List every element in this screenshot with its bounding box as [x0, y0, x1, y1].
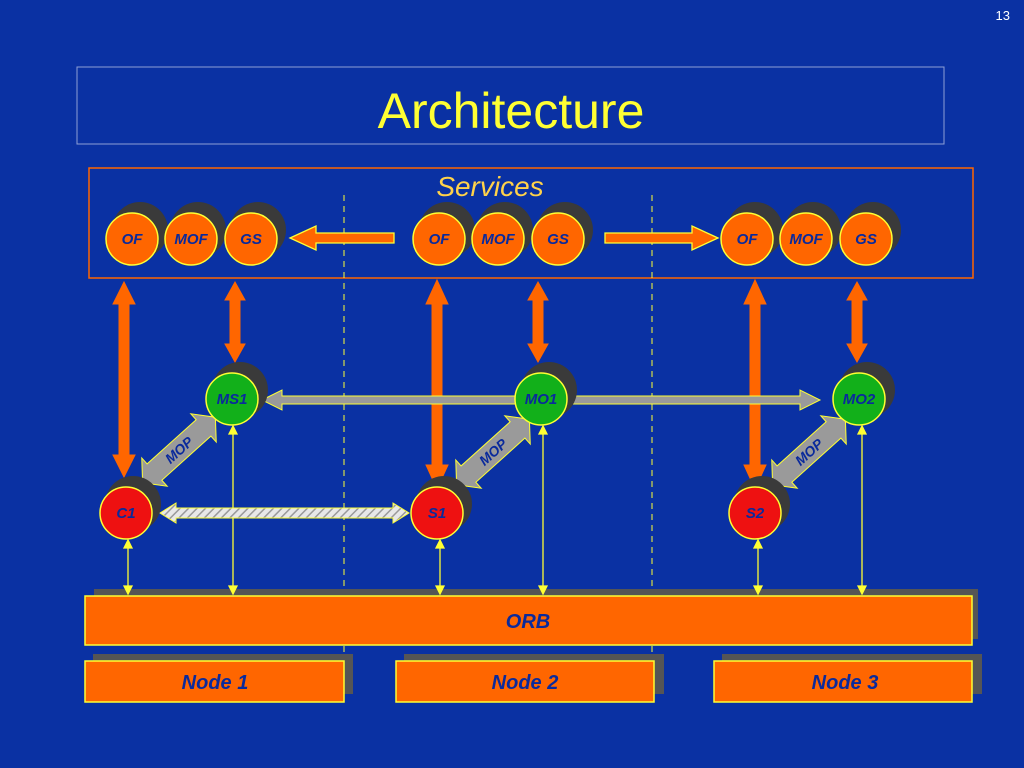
services-box	[88, 167, 974, 279]
gs-circle-3	[839, 212, 893, 266]
s2-label: S2	[746, 505, 765, 522]
ms1-circle	[205, 372, 259, 426]
mof-circle-3	[779, 212, 833, 266]
c1-circle	[99, 486, 153, 540]
mo1-label: MO1	[525, 391, 558, 408]
s1-label: S1	[428, 505, 446, 522]
of-label-1: OF	[122, 231, 144, 248]
node-3-bar	[713, 660, 973, 703]
node-1-label: Node 1	[182, 672, 249, 694]
service-group-3: OF MOF GS	[720, 202, 901, 266]
node-1-bar	[84, 660, 345, 703]
slide-title: Architecture	[378, 83, 645, 139]
mof-label-3: MOF	[789, 231, 823, 248]
title-box	[76, 66, 945, 145]
mo2-circle	[832, 372, 886, 426]
s1-circle	[410, 486, 464, 540]
mof-circle-2	[471, 212, 525, 266]
services-label: Services	[436, 171, 543, 202]
of-circle-3	[720, 212, 774, 266]
page-number: 13	[996, 8, 1010, 23]
orb-label: ORB	[506, 611, 550, 633]
node-2-bar	[395, 660, 655, 703]
ms1-label: MS1	[217, 391, 248, 408]
s2-circle	[728, 486, 782, 540]
c1-label: C1	[116, 505, 135, 522]
node-2-label: Node 2	[492, 672, 559, 694]
gs-circle-2	[531, 212, 585, 266]
orb-bar	[84, 595, 973, 646]
orb-connectors	[122, 424, 868, 596]
gs-circle-1	[224, 212, 278, 266]
manager-ms1: MS1	[205, 362, 268, 426]
gs-label-2: GS	[547, 231, 569, 248]
of-label-2: OF	[429, 231, 451, 248]
gs-label-1: GS	[240, 231, 262, 248]
node-3-label: Node 3	[812, 672, 879, 694]
mof-label-1: MOF	[174, 231, 208, 248]
of-circle-2	[412, 212, 466, 266]
mo2-label: MO2	[843, 391, 876, 408]
mof-circle-1	[164, 212, 218, 266]
manager-mo1: MO1	[514, 362, 577, 426]
service-link-arrows	[288, 224, 720, 252]
of-label-3: OF	[737, 231, 759, 248]
mof-label-2: MOF	[481, 231, 515, 248]
manager-mo2: MO2	[832, 362, 895, 426]
service-group-2: OF MOF GS	[412, 202, 593, 266]
client-server-link-arrow	[159, 502, 410, 524]
gs-label-3: GS	[855, 231, 877, 248]
object-s1: S1	[410, 476, 472, 540]
mo1-circle	[514, 372, 568, 426]
of-circle-1	[105, 212, 159, 266]
service-group-1: OF MOF GS	[105, 202, 286, 266]
object-c1: C1	[99, 476, 161, 540]
object-s2: S2	[728, 476, 790, 540]
